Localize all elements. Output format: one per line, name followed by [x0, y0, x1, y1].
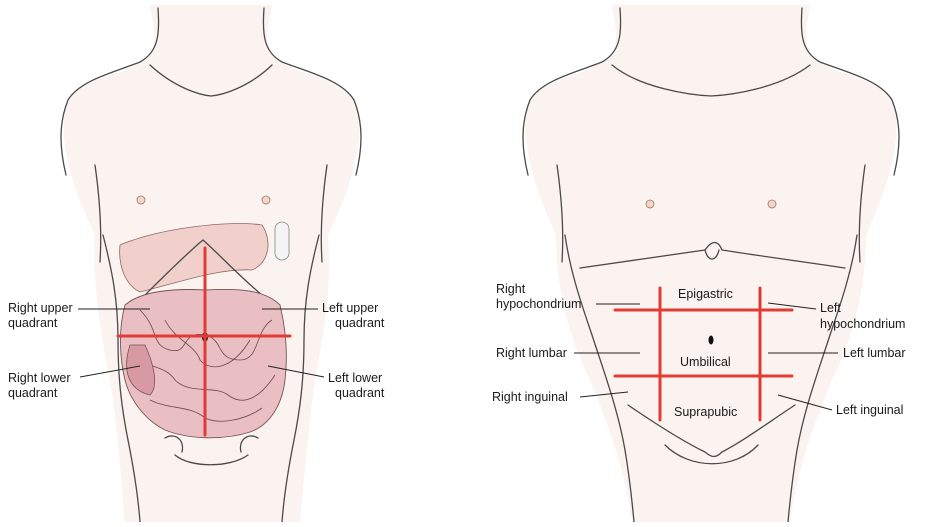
label-left-inguinal: Left inguinal: [836, 403, 903, 417]
label-epigastric: Epigastric: [678, 287, 733, 301]
label-umbilical: Umbilical: [680, 355, 731, 369]
label-right-lower-quadrant: Right lower quadrant: [8, 371, 74, 400]
label-left-lumbar: Left lumbar: [843, 346, 906, 360]
label-right-lumbar: Right lumbar: [496, 346, 567, 360]
label-suprapubic: Suprapubic: [674, 405, 737, 419]
left-torso-figure: [61, 5, 361, 522]
label-left-upper-quadrant: Left upper quadrant: [322, 301, 385, 330]
label-right-inguinal: Right inguinal: [492, 390, 568, 404]
label-left-lower-quadrant: Left lower quadrant: [328, 371, 386, 400]
label-right-upper-quadrant: Right upper quadrant: [8, 301, 76, 330]
right-torso-figure: [523, 5, 899, 522]
